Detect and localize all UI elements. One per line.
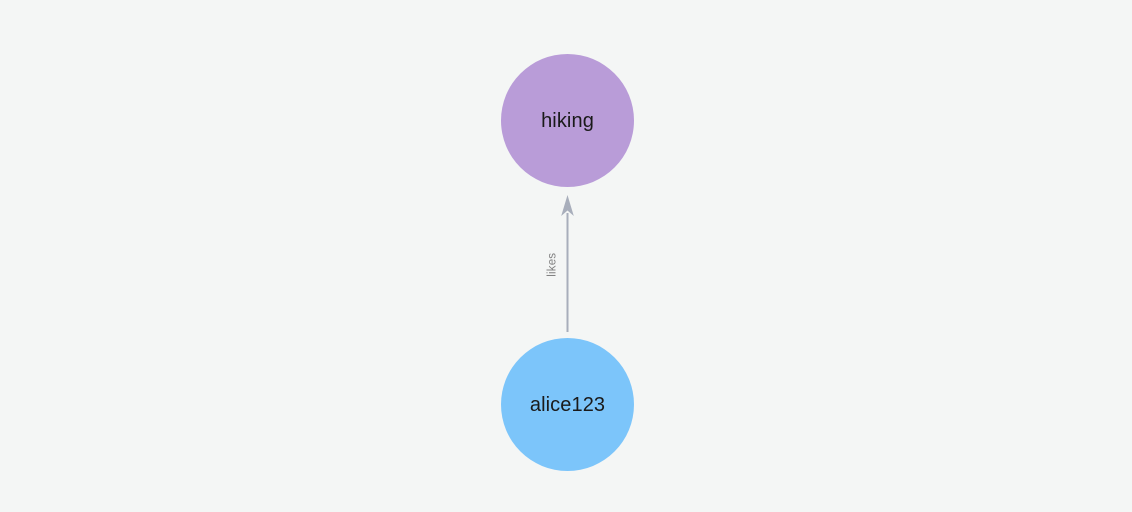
node-label-hiking: hiking bbox=[541, 109, 594, 132]
graph-node-alice123[interactable]: alice123 bbox=[501, 338, 634, 471]
edge-label-likes: likes bbox=[546, 252, 559, 277]
graph-node-hiking[interactable]: hiking bbox=[501, 54, 634, 187]
arrowhead-icon bbox=[561, 195, 574, 216]
node-label-alice123: alice123 bbox=[529, 393, 606, 416]
edge-alice123-to-hiking[interactable] bbox=[561, 195, 574, 332]
